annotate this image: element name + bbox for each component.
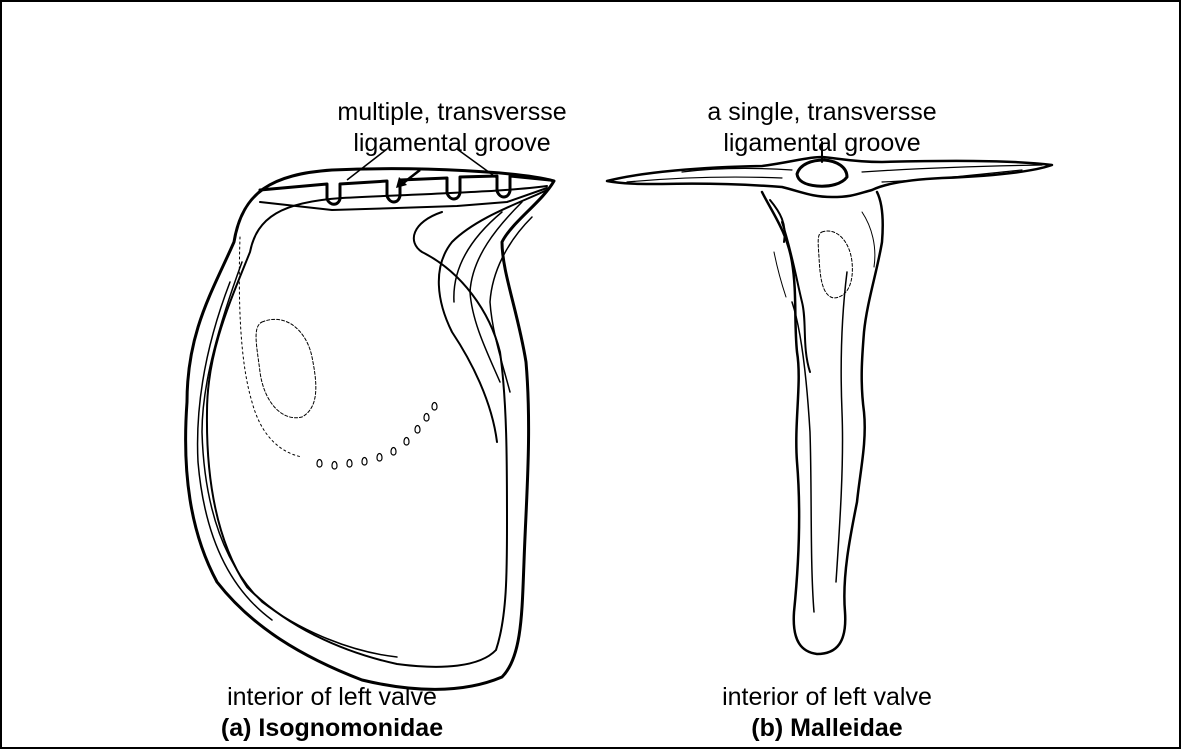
panel-a-caption-title: (a) Isognomonidae xyxy=(197,713,467,744)
panel-b-callout: a single, transversse ligamental groove xyxy=(692,97,952,159)
isognomonidae-shell-drawing xyxy=(186,169,554,690)
malleidae-shell-drawing xyxy=(607,142,1052,654)
panel-a-caption: interior of left valve (a) Isognomonidae xyxy=(197,682,467,744)
panel-b-caption-title: (b) Malleidae xyxy=(692,713,962,744)
panel-b-callout-line1: a single, transversse xyxy=(692,97,952,128)
panel-b-caption: interior of left valve (b) Malleidae xyxy=(692,682,962,744)
panel-b-callout-line2: ligamental groove xyxy=(692,128,952,159)
panel-a-caption-line1: interior of left valve xyxy=(197,682,467,713)
panel-a-callout: multiple, transversse ligamental groove xyxy=(332,97,572,159)
panel-a-callout-line2: ligamental groove xyxy=(332,128,572,159)
panel-a-callout-line1: multiple, transversse xyxy=(332,97,572,128)
panel-b-caption-line1: interior of left valve xyxy=(692,682,962,713)
